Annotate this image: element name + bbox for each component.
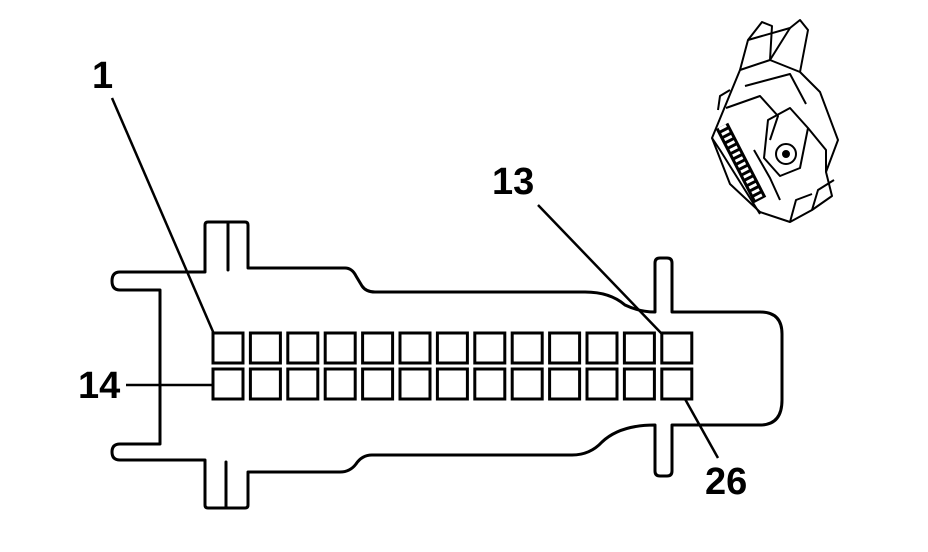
pin-cavity-20: [435, 367, 469, 401]
pin-cavity-3: [286, 331, 320, 365]
pin-cavity-19: [398, 367, 432, 401]
pin-label-13: 13: [492, 161, 534, 203]
pin-cavity-21: [473, 367, 507, 401]
pin-cavity-4: [323, 331, 357, 365]
pin-grid: [211, 331, 694, 401]
connector-housing: [110, 220, 784, 510]
pin-cavity-8: [473, 331, 507, 365]
pin-cavity-9: [510, 331, 544, 365]
pin-cavity-26: [660, 367, 694, 401]
pin-label-26: 26: [705, 461, 747, 503]
leader-line-pin-26: [683, 398, 720, 459]
pin-cavity-5: [361, 331, 395, 365]
pin-cavity-10: [548, 331, 582, 365]
pin-cavity-16: [286, 367, 320, 401]
leader-lines: [110, 97, 720, 459]
connector-thumbnail-illustration: [711, 19, 839, 223]
leader-line-pin-13: [537, 204, 663, 335]
pin-label-1: 1: [92, 55, 113, 97]
pin-cavity-11: [585, 331, 619, 365]
pin-cavity-6: [398, 331, 432, 365]
pin-cavity-15: [248, 367, 282, 401]
pin-cavity-22: [510, 367, 544, 401]
pin-label-14: 14: [78, 365, 120, 407]
pin-cavity-12: [622, 331, 656, 365]
pin-cavity-7: [435, 331, 469, 365]
pin-cavity-25: [622, 367, 656, 401]
pin-cavity-23: [548, 367, 582, 401]
pin-cavity-2: [248, 331, 282, 365]
pin-cavity-17: [323, 367, 357, 401]
pin-cavity-1: [211, 331, 245, 365]
pin-cavity-14: [211, 367, 245, 401]
pin-cavity-13: [660, 331, 694, 365]
pin-cavity-18: [361, 367, 395, 401]
leader-line-pin-1: [110, 97, 216, 335]
pin-cavity-24: [585, 367, 619, 401]
